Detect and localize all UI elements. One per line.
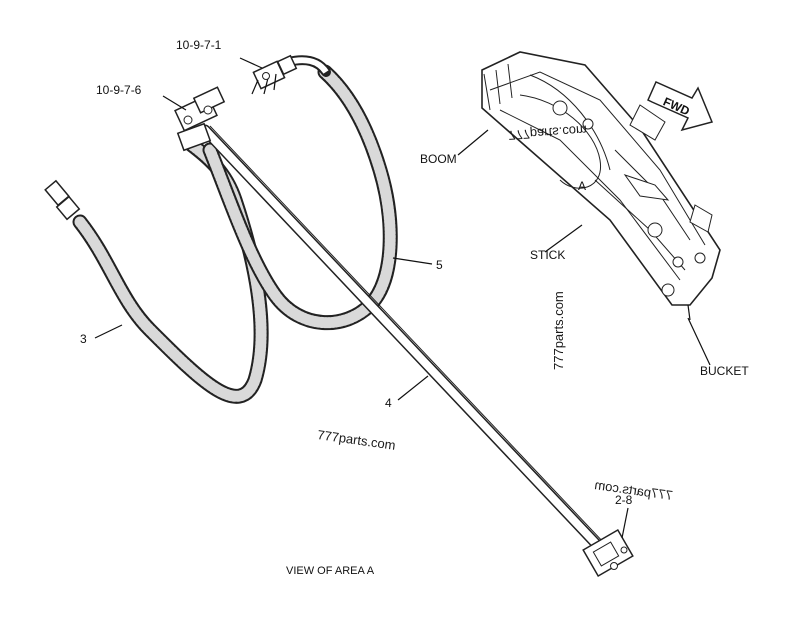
callout-10-9-7-1: 10-9-7-1 [176, 38, 222, 52]
leader-lines [94, 57, 711, 539]
callout-4: 4 [385, 396, 392, 410]
callout-5: 5 [436, 258, 443, 272]
view-caption: VIEW OF AREA A [286, 565, 375, 577]
watermark-mirrored-top: 777parts.com [508, 123, 588, 143]
fitting-10-9-7-1 [251, 54, 298, 95]
callout-bucket: BUCKET [700, 364, 749, 378]
watermark-side: 777parts.com [551, 291, 566, 370]
fitting-10-9-7-6 [174, 86, 226, 152]
callout-3: 3 [80, 332, 87, 346]
machine-stick-assembly [481, 51, 721, 321]
area-marker: A [578, 179, 586, 193]
callout-10-9-7-6: 10-9-7-6 [96, 83, 142, 97]
watermark-main: 777parts.com [316, 427, 396, 453]
fitting-2-8 [582, 528, 634, 578]
callout-2-8: 2-8 [615, 493, 633, 507]
tube-4 [199, 124, 606, 554]
callout-stick: STICK [530, 248, 565, 262]
callout-boom: BOOM [420, 152, 457, 166]
watermark-mirrored-bottom: 777parts.com [594, 477, 674, 503]
